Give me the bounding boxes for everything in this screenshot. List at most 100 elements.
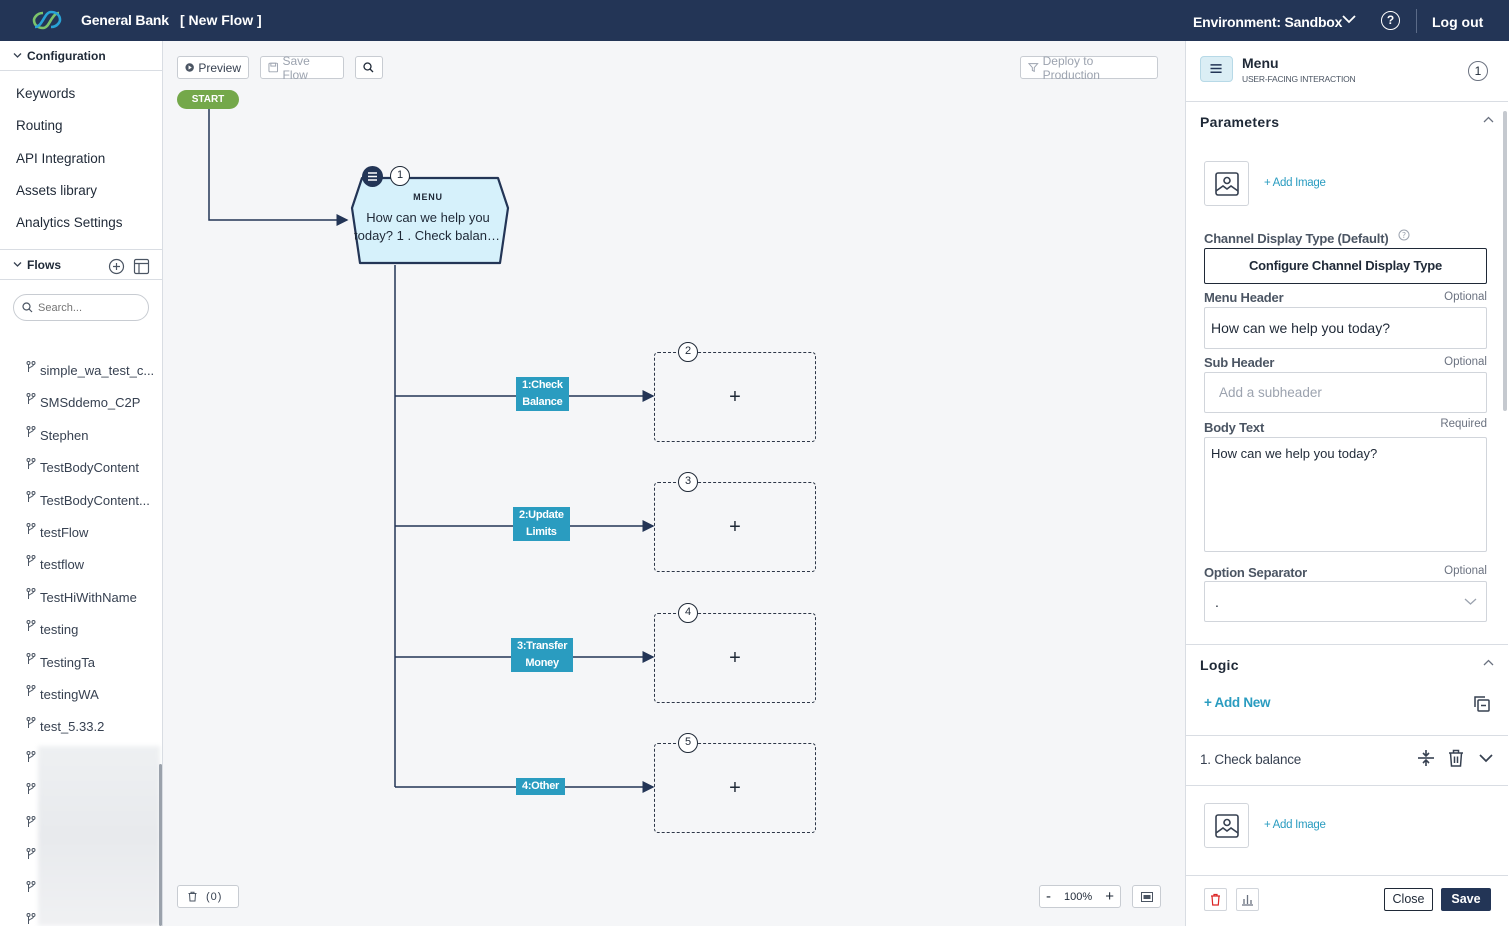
flow-list-item[interactable]: SMSddemo_C2P <box>26 393 141 411</box>
menu-node[interactable] <box>350 176 510 266</box>
nav-api-integration[interactable]: API Integration <box>16 151 106 166</box>
branch-icon <box>26 587 36 599</box>
flow-list-item[interactable]: testFlow <box>26 523 88 540</box>
flow-list-item-label: testing <box>40 622 79 638</box>
help-button[interactable]: ? <box>1381 11 1400 30</box>
flow-list-item[interactable]: Stephen <box>26 425 88 443</box>
configure-channel-display-button[interactable]: Configure Channel Display Type <box>1204 248 1487 284</box>
add-image-link[interactable]: + Add Image <box>1264 177 1326 189</box>
nav-analytics-settings[interactable]: Analytics Settings <box>16 215 123 230</box>
branch-icon <box>26 880 36 892</box>
copy-icon[interactable] <box>1472 694 1492 714</box>
redacted-flow-item[interactable] <box>26 848 40 860</box>
menu-option-label[interactable]: 4:Other <box>516 778 566 795</box>
search-input[interactable] <box>38 301 143 314</box>
flows-header[interactable]: Flows <box>0 249 162 280</box>
minimap-button[interactable] <box>1132 885 1161 908</box>
flow-list-item-label: SMSddemo_C2P <box>40 395 141 411</box>
body-text-input[interactable]: How can we help you today? <box>1204 437 1487 552</box>
empty-node-placeholder[interactable]: + <box>654 352 816 442</box>
zoom-in-button[interactable]: + <box>1105 888 1114 905</box>
empty-node-placeholder[interactable]: + <box>654 743 816 833</box>
panel-menu-icon <box>1200 56 1233 82</box>
flow-list-item[interactable]: TestBodyContent... <box>26 490 150 508</box>
redacted-flow-item[interactable] <box>26 783 40 795</box>
body-text-label: Body Text <box>1204 420 1265 435</box>
branch-icon <box>26 555 36 567</box>
delete-node-button[interactable] <box>1204 888 1227 911</box>
option-separator-optional: Optional <box>1444 565 1487 577</box>
logic-item-check-balance[interactable]: 1. Check balance <box>1200 752 1302 767</box>
nav-keywords[interactable]: Keywords <box>16 86 76 101</box>
flow-search[interactable] <box>13 294 149 321</box>
panel-scrollbar[interactable] <box>1503 111 1507 411</box>
redacted-flow-item[interactable] <box>26 751 40 763</box>
chevron-up-icon[interactable] <box>1483 116 1494 124</box>
chevron-down-icon[interactable] <box>1476 748 1496 768</box>
menu-node-line-2: today? 1 . Check balanc... <box>354 228 502 243</box>
flow-list-item-label: TestingTa <box>40 654 95 670</box>
canvas-search-button[interactable] <box>355 56 383 79</box>
layout-icon[interactable] <box>133 258 150 275</box>
sidebar-scrollbar[interactable] <box>159 764 162 926</box>
nav-assets-library[interactable]: Assets library <box>16 183 98 198</box>
empty-node-placeholder[interactable]: + <box>654 482 816 572</box>
menu-icon <box>368 172 377 181</box>
sub-header-input[interactable]: Add a subheader <box>1204 372 1487 413</box>
empty-node-placeholder[interactable]: + <box>654 613 816 703</box>
menu-node-number: 1 <box>390 166 410 186</box>
flow-list-item-label: TestBodyContent... <box>40 492 150 508</box>
logout-button[interactable]: Log out <box>1432 14 1484 30</box>
branch-icon <box>26 913 36 924</box>
redacted-flow-item[interactable] <box>26 815 40 828</box>
configuration-header[interactable]: Configuration <box>0 41 162 71</box>
add-new-logic-button[interactable]: + Add New <box>1204 695 1271 710</box>
save-button[interactable]: Save <box>1441 888 1491 911</box>
branch-icon <box>26 815 36 827</box>
flow-list-item[interactable]: testingWA <box>26 685 99 702</box>
redacted-flow-item[interactable] <box>26 880 40 893</box>
deploy-button[interactable]: Deploy to Production <box>1020 54 1158 82</box>
panel-header: Menu USER-FACING INTERACTION 1 <box>1186 41 1508 102</box>
option-separator-select[interactable]: . <box>1204 581 1487 622</box>
environment-selector[interactable]: Environment: Sandbox <box>1193 14 1343 30</box>
help-circle-icon[interactable]: ? <box>1398 229 1410 241</box>
flow-list-item[interactable]: simple_wa_test_c... <box>26 361 154 378</box>
branch-icon <box>26 717 36 729</box>
flow-list-item[interactable]: TestHiWithName <box>26 587 137 605</box>
chevron-down-icon[interactable] <box>1342 14 1356 24</box>
option-separator-value: . <box>1215 593 1219 610</box>
minimap-icon <box>1140 891 1153 902</box>
flow-list-item[interactable]: TestBodyContent <box>26 458 139 475</box>
flow-list-item[interactable]: testing <box>26 620 79 638</box>
chevron-up-icon[interactable] <box>1483 659 1494 667</box>
analytics-button[interactable] <box>1236 888 1259 911</box>
brand-logo-icon <box>32 10 62 30</box>
branch-icon <box>26 751 36 762</box>
add-node-icon: + <box>729 776 741 799</box>
flow-canvas[interactable]: Preview Save Flow Deploy to Production S… <box>164 41 1185 926</box>
flow-list-item-label: TestHiWithName <box>40 589 137 605</box>
reorder-icon[interactable] <box>1416 748 1436 768</box>
add-flow-icon[interactable] <box>108 258 125 275</box>
redacted-flow-item[interactable] <box>26 913 40 925</box>
close-button[interactable]: Close <box>1384 888 1433 911</box>
menu-option-line-2: Limits <box>526 526 557 538</box>
nav-routing[interactable]: Routing <box>16 118 63 133</box>
trash-icon[interactable] <box>1446 748 1466 768</box>
logic-add-image-link[interactable]: + Add Image <box>1264 819 1326 831</box>
zoom-out-button[interactable]: - <box>1046 888 1051 905</box>
preview-button[interactable]: Preview <box>177 56 249 79</box>
flow-list-item-label: test_5.33.2 <box>40 719 105 735</box>
flow-list-item[interactable]: testflow <box>26 555 84 572</box>
menu-header-input[interactable]: How can we help you today? <box>1204 307 1487 349</box>
trash-button[interactable]: (0) <box>177 885 239 908</box>
save-flow-button[interactable]: Save Flow <box>260 54 344 82</box>
left-sidebar: Configuration Keywords Routing API Integ… <box>0 41 163 926</box>
flow-list-item[interactable]: TestingTa <box>26 652 95 670</box>
flow-list-item[interactable]: test_5.33.2 <box>26 717 105 735</box>
start-node[interactable]: START <box>177 90 239 109</box>
